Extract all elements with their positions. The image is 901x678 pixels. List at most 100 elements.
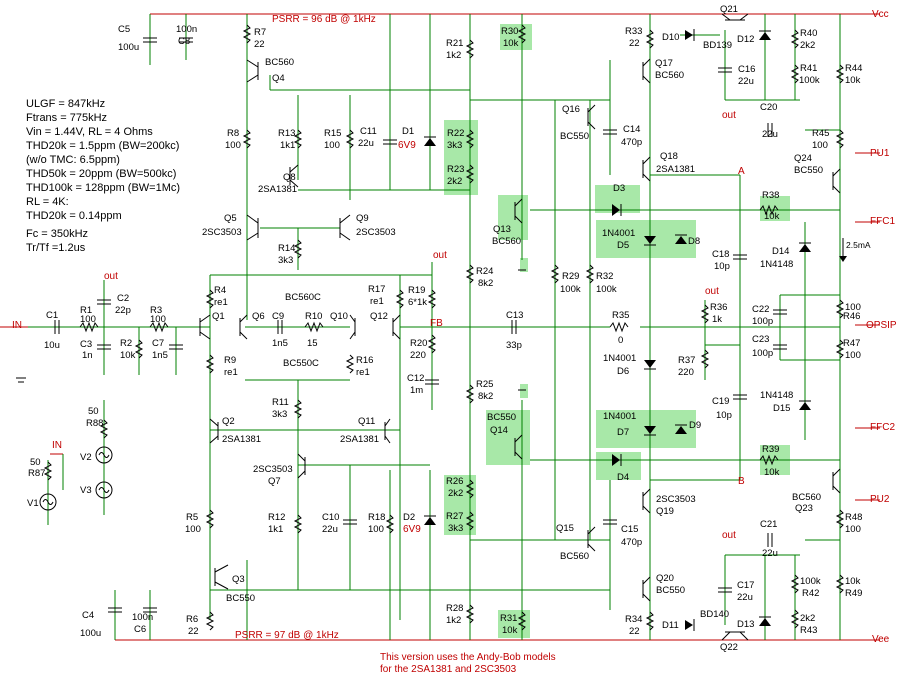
comp-ref: C3 <box>80 339 92 350</box>
comp-val: 22u <box>737 592 753 603</box>
footer-line-2: for the 2SA1381 and 2SC3503 <box>380 664 517 675</box>
comp-ref: Q10 <box>330 311 348 322</box>
comp-ref: C22 <box>752 304 769 315</box>
spec-line: THD20k = 1.5ppm (BW=200kc) <box>26 140 179 152</box>
comp-ref: V3 <box>80 485 92 496</box>
comp-val: 8k2 <box>478 278 493 289</box>
comp-val: 1n5 <box>152 350 168 361</box>
comp-ref: R6 <box>186 614 198 625</box>
comp-ref: C18 <box>712 249 729 260</box>
comp-ref: C7 <box>152 338 164 349</box>
comp-val: 220 <box>678 367 694 378</box>
comp-val: BC560 <box>492 236 521 247</box>
comp-ref: D9 <box>689 420 701 431</box>
comp-ref: R18 <box>368 512 385 523</box>
comp-val: BC560C <box>285 292 321 303</box>
comp-val: BC550 <box>226 593 255 604</box>
comp-ref: Q12 <box>370 311 388 322</box>
spec-line: Ftrans = 775kHz <box>26 112 107 124</box>
comp-ref: Q24 <box>794 153 812 164</box>
comp-ref: Q1 <box>212 311 225 322</box>
comp-val: 2SA1381 <box>340 434 379 445</box>
spec-line: THD20k = 0.14ppm <box>26 210 122 222</box>
comp-val: 2SA1381 <box>258 184 297 195</box>
comp-ref: R4 <box>214 285 226 296</box>
comp-val: 2SA1381 <box>656 164 695 175</box>
out-label-c20: out <box>722 110 736 121</box>
comp-val: 22 <box>254 39 265 50</box>
comp-val: 10k <box>764 211 780 222</box>
current-arrow-icon <box>839 238 847 262</box>
comp-ref: Q21 <box>720 4 738 15</box>
comp-val: 100u <box>118 42 139 53</box>
comp-val: 100k <box>799 75 820 86</box>
comp-val: 100 <box>80 314 96 325</box>
out-label-r19: out <box>433 250 447 261</box>
comp-ref: R29 <box>562 271 579 282</box>
comp-ref: Q2 <box>222 416 235 427</box>
comp-ref: R14 <box>278 243 295 254</box>
comp-ref: R1 <box>80 305 92 316</box>
comp-ref: C4 <box>82 610 94 621</box>
comp-val: 3k3 <box>272 409 287 420</box>
comp-val: re1 <box>370 296 384 307</box>
in-gen-label: IN <box>52 440 62 451</box>
comp-val: 100k <box>560 284 581 295</box>
comp-val: 22 <box>629 626 640 637</box>
comp-ref: R26 <box>446 476 463 487</box>
comp-val: re1 <box>224 367 238 378</box>
comp-ref: R48 <box>845 512 862 523</box>
comp-ref: Q17 <box>655 58 673 69</box>
comp-ref: C5 <box>118 24 130 35</box>
comp-ref: R25 <box>476 379 493 390</box>
comp-val: BC550 <box>560 131 589 142</box>
comp-val: 2SC3503 <box>356 227 396 238</box>
comp-ref: R5 <box>186 512 198 523</box>
comp-ref: R15 <box>324 128 341 139</box>
comp-ref: D4 <box>617 472 629 483</box>
comp-ref: V2 <box>80 452 92 463</box>
comp-ref: R8 <box>227 128 239 139</box>
spec-line: ULGF = 847kHz <box>26 98 105 110</box>
comp-ref: R17 <box>368 284 385 295</box>
out-label-c21: out <box>722 530 736 541</box>
spec-notes: ULGF = 847kHz Ftrans = 775kHz Vin = 1.44… <box>26 98 180 254</box>
comp-val: 10p <box>716 410 732 421</box>
comp-ref: R43 <box>800 625 817 636</box>
comp-val: 100 <box>324 140 340 151</box>
comp-ref: C2 <box>117 293 129 304</box>
comp-val: 100u <box>80 628 101 639</box>
comp-val: 1k1 <box>280 140 295 151</box>
comp-ref: C16 <box>738 64 755 75</box>
comp-val: 1N4148 <box>760 390 793 401</box>
spec-line: THD50k = 20ppm (BW=500kc) <box>26 168 176 180</box>
out-label-c2: out <box>104 271 118 282</box>
comp-val: 22u <box>762 548 778 559</box>
comp-val: 1k1 <box>268 524 283 535</box>
comp-ref: R10 <box>305 311 322 322</box>
pu2-port: PU2 <box>870 494 890 505</box>
comp-val: 2k2 <box>448 488 463 499</box>
comp-val: 3k3 <box>448 523 463 534</box>
comp-val: 6V9 <box>398 140 416 151</box>
comp-ref: R16 <box>356 355 373 366</box>
comp-ref: R39 <box>762 444 779 455</box>
comp-ref: R11 <box>272 397 289 408</box>
comp-val: 10u <box>44 340 60 351</box>
ffc2-port: FFC2 <box>870 422 895 433</box>
comp-ref: R22 <box>447 128 464 139</box>
comp-val: 100 <box>845 302 861 313</box>
comp-val: 100n <box>176 24 197 35</box>
comp-ref: Q18 <box>660 151 678 162</box>
comp-ref: C15 <box>621 524 638 535</box>
comp-val: 100 <box>845 350 861 361</box>
comp-ref: R88 <box>86 418 103 429</box>
comp-ref: Q9 <box>356 213 369 224</box>
node-b-label: B <box>738 476 745 487</box>
comp-val: 22u <box>322 524 338 535</box>
comp-val: 1m <box>410 385 423 396</box>
comp-val: 2SC3503 <box>253 464 293 475</box>
comp-val: 100k <box>596 284 617 295</box>
